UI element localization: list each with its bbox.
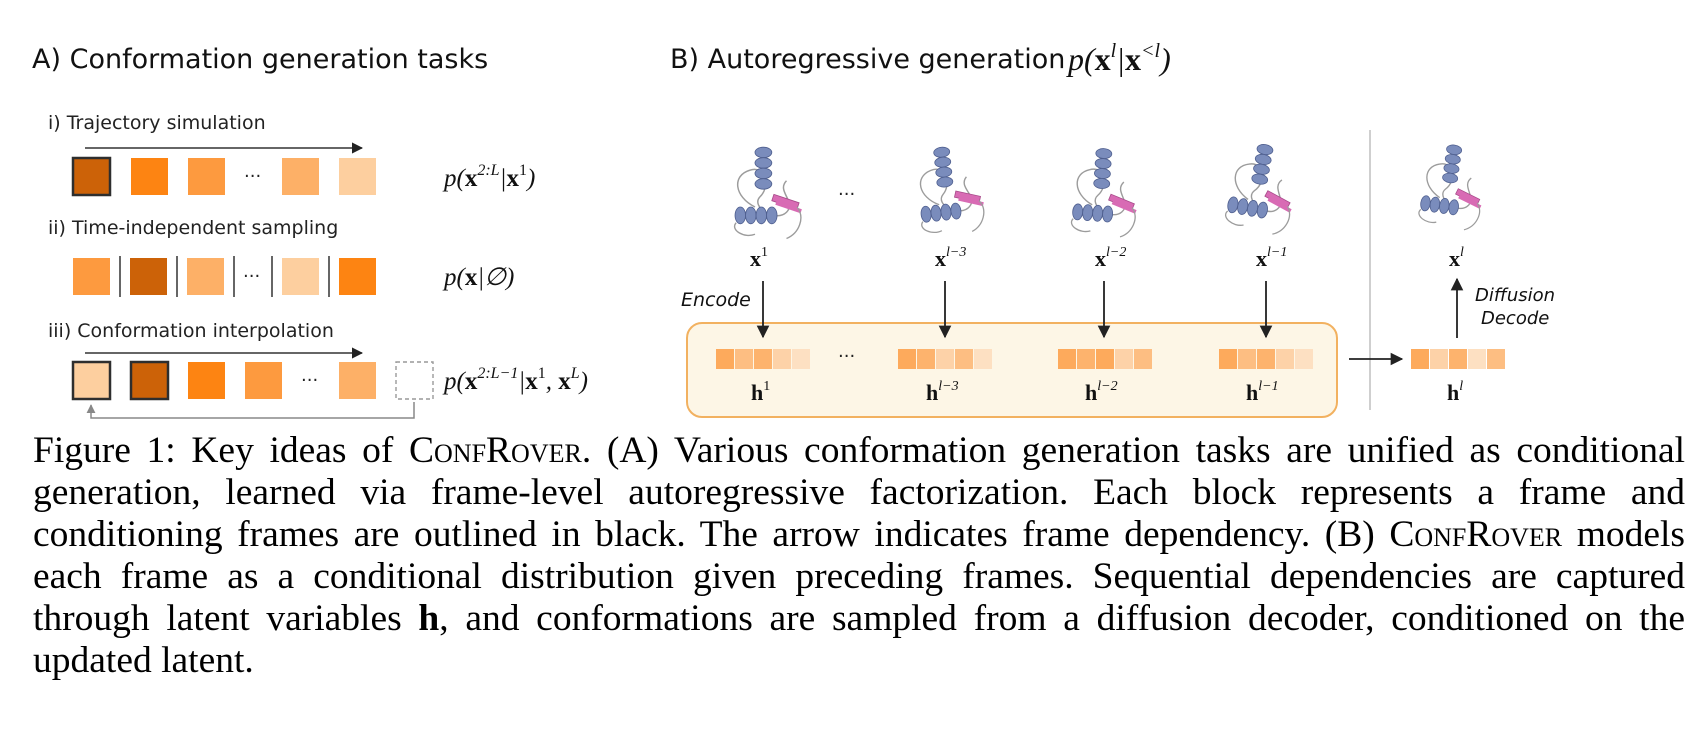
frame-block — [245, 362, 282, 399]
protein-structure-icon — [1415, 139, 1491, 234]
return-arrow-interpolation — [86, 402, 415, 419]
frame-label-x1: x1 — [750, 245, 768, 271]
formula-sampling: p(x|∅) — [442, 264, 514, 291]
latent-token — [974, 349, 992, 369]
latent-token — [1096, 349, 1114, 369]
frame-block-conditioning — [71, 156, 112, 197]
frame-label-xl: xl — [1449, 245, 1464, 271]
latent-token — [792, 349, 810, 369]
frame-label-xl-1: xl−1 — [1256, 245, 1287, 271]
frame-block — [188, 158, 225, 195]
latent-token — [1219, 349, 1237, 369]
frame-row-interpolation: ··· — [71, 360, 434, 401]
frame-block — [339, 362, 376, 399]
latent-token — [754, 349, 772, 369]
frame-block — [131, 158, 168, 195]
panel-b-title-formula: p(xl|x<l) — [1066, 40, 1171, 77]
latent-label-hl-1: hl−1 — [1246, 379, 1279, 405]
latent-symbol: h — [418, 598, 440, 639]
caption-part3: , and conformations are sampled from a d… — [33, 598, 1685, 681]
caption-part1: . (A) Various conformation generation ta… — [33, 430, 1686, 555]
model-name: ConfRover — [1389, 514, 1563, 555]
protein-structure-icon — [1068, 144, 1143, 240]
latent-token — [1468, 349, 1486, 369]
figure-number: Figure 1: — [33, 430, 176, 471]
task-label-trajectory: i) Trajectory simulation — [48, 112, 266, 134]
frame-label-xl-3: xl−3 — [935, 245, 966, 271]
task-label-interpolation: iii) Conformation interpolation — [48, 320, 334, 342]
frame-block — [339, 258, 376, 295]
latent-token — [773, 349, 791, 369]
latent-token — [1058, 349, 1076, 369]
ellipsis: ··· — [243, 266, 260, 287]
ellipsis: ··· — [838, 346, 855, 367]
latent-token — [735, 349, 753, 369]
ellipsis: ··· — [244, 166, 261, 187]
frame-block — [339, 158, 376, 195]
latent-token — [1257, 349, 1275, 369]
formula-interpolation: p(x2:L−1|x1, xL) — [442, 365, 588, 395]
encode-label: Encode — [681, 289, 751, 311]
latent-token-strip — [716, 349, 810, 369]
frame-block-missing — [395, 361, 434, 400]
frame-block — [188, 362, 225, 399]
panel-a-title: A) Conformation generation tasks — [32, 44, 488, 75]
figure-caption: Figure 1: Key ideas of ConfRover. (A) Va… — [33, 430, 1685, 682]
figure-canvas: A) Conformation generation tasks i) Traj… — [32, 40, 1555, 419]
frame-block-conditioning — [129, 360, 170, 401]
frame-block — [73, 258, 110, 295]
latent-token — [716, 349, 734, 369]
protein-structure-icon — [735, 147, 802, 238]
latent-token — [1115, 349, 1133, 369]
latent-token — [1134, 349, 1152, 369]
latent-token — [1449, 349, 1467, 369]
frame-row-sampling: ··· — [73, 256, 376, 297]
latent-token — [955, 349, 973, 369]
latent-token — [898, 349, 916, 369]
latent-label-hl-2: hl−2 — [1085, 379, 1118, 405]
latent-token — [1295, 349, 1313, 369]
latent-label-hl-3: hl−3 — [926, 379, 959, 405]
caption-part2: models each frame as a conditional distr… — [33, 514, 1686, 639]
latent-token-strip — [898, 349, 992, 369]
decode-label-line2: Decode — [1481, 308, 1549, 329]
latent-token — [1276, 349, 1294, 369]
latent-token — [1411, 349, 1429, 369]
frame-block-conditioning — [71, 360, 112, 401]
panel-b-title: B) Autoregressive generation — [670, 44, 1065, 75]
latent-token — [1487, 349, 1505, 369]
latent-token — [917, 349, 935, 369]
frame-row-trajectory: ··· — [71, 156, 376, 197]
ellipsis: ··· — [838, 184, 855, 205]
caption-lead: Key ideas of — [191, 430, 394, 471]
latent-sequence-box — [686, 322, 1338, 418]
latent-label-h1: h1 — [751, 379, 770, 405]
frame-block — [282, 258, 319, 295]
latent-token — [1077, 349, 1095, 369]
task-label-sampling: ii) Time-independent sampling — [48, 217, 338, 239]
latent-token — [1430, 349, 1448, 369]
latent-token — [1238, 349, 1256, 369]
latent-label-hl: hl — [1447, 379, 1463, 405]
latent-token — [936, 349, 954, 369]
formula-trajectory: p(x2:L|x1) — [442, 162, 535, 192]
latent-token-strip — [1219, 349, 1313, 369]
protein-structure-icon — [911, 141, 989, 239]
model-name: ConfRover — [409, 430, 582, 471]
ellipsis: ··· — [301, 370, 318, 391]
frame-block — [282, 158, 319, 195]
frame-label-xl-2: xl−2 — [1095, 245, 1126, 271]
decode-label-line1: Diffusion — [1475, 285, 1555, 306]
frame-block — [187, 258, 224, 295]
latent-token-strip — [1411, 349, 1505, 369]
protein-structure-icon — [1221, 137, 1304, 239]
frame-block — [130, 258, 167, 295]
latent-token-strip — [1058, 349, 1152, 369]
